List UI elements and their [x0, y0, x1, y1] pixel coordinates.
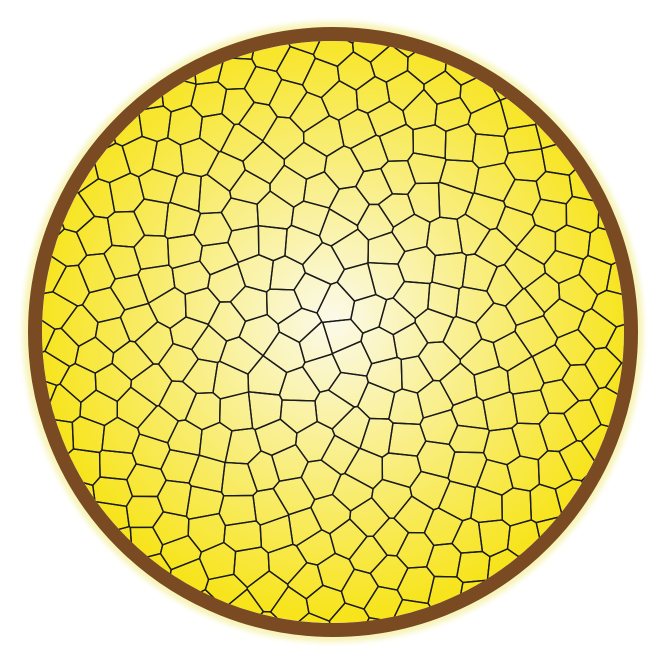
mosaic-cell	[597, 156, 624, 244]
mosaic-cell	[517, 548, 624, 623]
mosaic-cell	[42, 249, 68, 294]
mosaic-cell	[605, 323, 624, 364]
mosaic-cell	[42, 312, 56, 368]
mosaic-cell	[186, 41, 265, 60]
mosaic-cell	[315, 41, 380, 44]
brown-rim	[28, 27, 638, 637]
mosaic-cell	[268, 41, 326, 56]
mosaic-cell	[605, 241, 624, 299]
mosaic-cell	[573, 41, 624, 175]
mosaic-cell	[604, 361, 624, 422]
mosaic-cell	[220, 610, 290, 623]
mosaic-cell	[451, 579, 551, 623]
mosaic-cell	[347, 617, 415, 623]
cell-field-fill	[42, 41, 624, 623]
mosaic-cell	[124, 588, 226, 623]
mosaic-cell	[391, 598, 461, 623]
rim-glow	[23, 22, 643, 642]
mosaic-cell	[223, 588, 265, 623]
mosaic-cell	[269, 585, 310, 623]
mosaic-cell	[444, 41, 503, 86]
mosaic-cell	[42, 41, 117, 156]
